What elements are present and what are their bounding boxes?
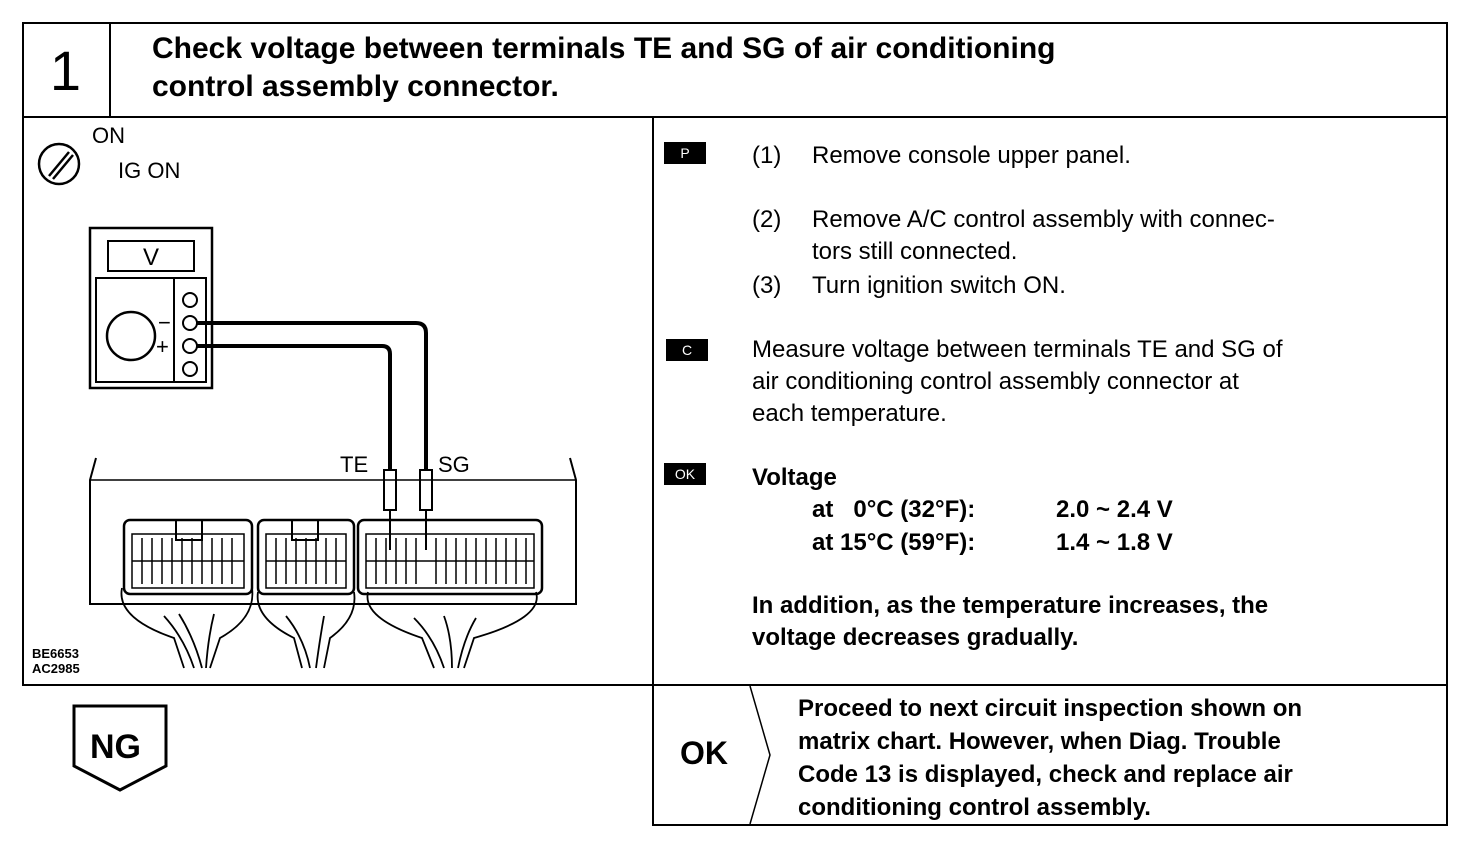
proceed-text: Proceed to next circuit inspection shown… [798, 695, 1303, 821]
voltmeter: V − + [88, 226, 214, 390]
ok-result-box [652, 684, 1448, 826]
connector-left [122, 518, 254, 596]
prep-step-2: (2) Remove A/C control assembly with con… [752, 206, 1275, 265]
check-text: Measure voltage between terminals TE and… [752, 336, 1283, 427]
ok-label: OK [680, 735, 728, 771]
lead-plus [197, 344, 392, 470]
spec-note: In addition, as the temperature increase… [752, 592, 1269, 651]
ok-spec-tag: OK [664, 463, 706, 485]
figure-code-1: BE6653 [32, 646, 79, 661]
meter-dial-icon [105, 310, 157, 362]
step-header-box [22, 22, 1448, 118]
connector-middle [256, 518, 356, 596]
prep-tag: P [664, 142, 706, 164]
terminal-te-label: TE [340, 452, 368, 477]
terminal-sg-label: SG [438, 452, 470, 477]
wire-harness [120, 587, 538, 669]
ignition-on-label: ON [92, 123, 125, 148]
ng-label: NG [90, 728, 141, 766]
prep-step-3: (3) Turn ignition switch ON. [752, 272, 1066, 299]
meter-unit-label: V [143, 244, 159, 271]
lead-minus [197, 321, 428, 470]
meter-plus-label: + [156, 334, 169, 359]
step-title-line2: control assembly connector. [152, 70, 559, 103]
ok-chevron-icon [749, 686, 771, 824]
probe-sg [419, 469, 433, 511]
spec-row-0-value: 2.0 ~ 2.4 V [1056, 496, 1173, 523]
figure-code-2: AC2985 [32, 661, 80, 676]
control-assembly [89, 457, 577, 605]
step-title-line1: Check voltage between terminals TE and S… [152, 32, 1056, 65]
ng-pentagon-icon [72, 704, 168, 792]
step-title: Check voltage between terminals TE and S… [152, 30, 1412, 106]
spec-row-1-value: 1.4 ~ 1.8 V [1056, 529, 1173, 556]
column-divider [652, 118, 654, 826]
connector-right [356, 518, 544, 596]
prep-step-1: (1) Remove console upper panel. [752, 142, 1131, 169]
wiring-figure: ON IG ON V − + TE SG [32, 123, 577, 676]
probe-te [383, 469, 397, 511]
spec-row-0-cond: at 0°C (32°F): [812, 496, 976, 523]
check-tag: C [666, 339, 708, 361]
step-number: 1 [22, 22, 111, 118]
ignition-key-icon [37, 142, 81, 186]
meter-minus-label: − [158, 310, 171, 335]
voltage-heading: Voltage [752, 464, 837, 491]
spec-row-1-cond: at 15°C (59°F): [812, 529, 976, 556]
ignition-ig-on-label: IG ON [118, 158, 180, 183]
